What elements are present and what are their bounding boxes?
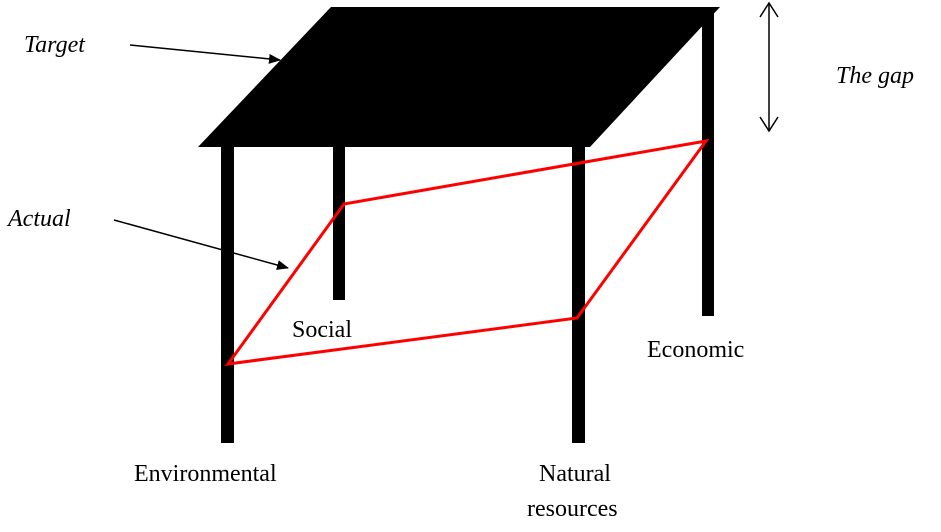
gap-double-arrow-icon bbox=[759, 1, 779, 133]
label-economic: Economic bbox=[647, 337, 744, 363]
label-target: Target bbox=[24, 32, 86, 58]
label-actual: Actual bbox=[6, 206, 71, 232]
leg-economic bbox=[702, 10, 714, 316]
label-natural: Natural bbox=[539, 461, 611, 487]
label-environmental: Environmental bbox=[134, 461, 277, 487]
actual-outline bbox=[224, 138, 710, 366]
actual-pointer-arrow bbox=[113, 219, 289, 270]
leg-natural-resources bbox=[572, 140, 585, 443]
label-gap: The gap bbox=[836, 63, 914, 89]
target-pointer-arrow bbox=[129, 44, 281, 64]
leg-environmental bbox=[221, 140, 234, 443]
label-resources: resources bbox=[527, 496, 618, 522]
label-social: Social bbox=[292, 317, 352, 343]
table-top-target bbox=[198, 7, 720, 147]
leg-social bbox=[333, 140, 345, 300]
